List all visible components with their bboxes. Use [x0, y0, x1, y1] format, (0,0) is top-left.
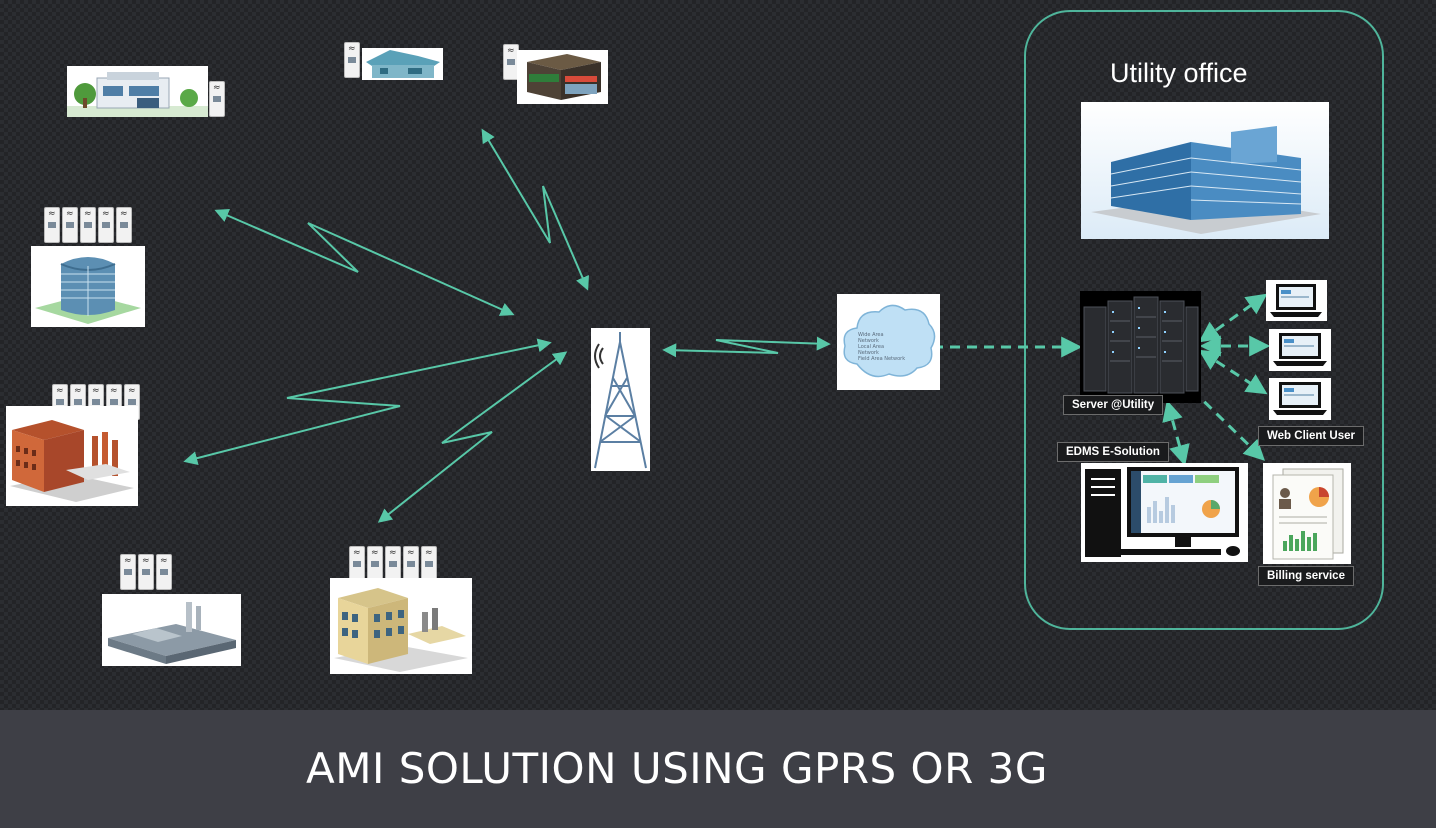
industrial-building-icon — [330, 578, 472, 674]
link-tower-factory — [183, 338, 552, 465]
factory-icon — [6, 406, 138, 506]
smart-meter-icon: ≈ — [421, 546, 437, 582]
utility-office-frame — [1024, 10, 1384, 630]
laptop-icon — [1269, 329, 1331, 371]
shop-icon — [517, 50, 608, 104]
office-tower-icon — [31, 246, 145, 327]
web-client-label: Web Client User — [1258, 426, 1364, 446]
footer-bar — [0, 710, 1436, 828]
smart-meter-icon: ≈ — [120, 554, 136, 590]
smart-meter-icon: ≈ — [156, 554, 172, 590]
link-tower-office-building — [214, 209, 515, 316]
link-tower-cloud — [662, 336, 831, 358]
smart-meter-icon: ≈ — [80, 207, 96, 243]
link-tower-shop — [481, 128, 589, 291]
house-icon — [67, 66, 208, 117]
desktop-computer-icon — [1081, 463, 1248, 562]
laptop-icon — [1269, 378, 1331, 420]
smart-meter-icon: ≈ — [116, 207, 132, 243]
cloud-label: Network — [858, 338, 879, 344]
smart-meter-icon: ≈ — [62, 207, 78, 243]
slide-title: AMI SOLUTION USING GPRS OR 3G — [306, 744, 1048, 793]
smart-meter-icon: ≈ — [403, 546, 419, 582]
smart-meter-icon: ≈ — [344, 42, 360, 78]
server-rack-icon — [1080, 291, 1201, 403]
cell-tower-icon — [591, 328, 650, 471]
smart-meter-group: ≈ ≈ ≈ — [120, 554, 172, 590]
warehouse-icon — [102, 594, 241, 666]
smart-meter-icon: ≈ — [138, 554, 154, 590]
smart-meter-group: ≈ ≈ ≈ ≈ ≈ — [44, 207, 132, 243]
smart-meter-icon: ≈ — [209, 81, 225, 117]
billing-label: Billing service — [1258, 566, 1354, 586]
smart-meter-icon: ≈ — [98, 207, 114, 243]
cloud-label: Field Area Network — [858, 356, 906, 362]
link-tower-industrial — [377, 351, 568, 523]
server-label: Server @Utility — [1063, 395, 1164, 415]
utility-office-title: Utility office — [1110, 58, 1248, 88]
cloud-labels: Wide Area Network Local Area Network Fie… — [858, 332, 905, 362]
cloud-label: Network — [858, 350, 879, 356]
cloud-label: Wide Area — [858, 332, 884, 338]
laptop-icon — [1266, 280, 1327, 321]
house-icon — [362, 48, 443, 80]
cloud-label: Local Area — [858, 344, 885, 350]
smart-meter-icon: ≈ — [385, 546, 401, 582]
edms-label: EDMS E-Solution — [1057, 442, 1169, 462]
utility-office-building-icon — [1081, 102, 1329, 239]
smart-meter-group: ≈ ≈ ≈ ≈ ≈ — [349, 546, 437, 582]
cloud-icon — [837, 294, 940, 390]
smart-meter-icon: ≈ — [44, 207, 60, 243]
smart-meter-icon: ≈ — [349, 546, 365, 582]
billing-document-icon — [1263, 463, 1351, 564]
smart-meter-icon: ≈ — [367, 546, 383, 582]
